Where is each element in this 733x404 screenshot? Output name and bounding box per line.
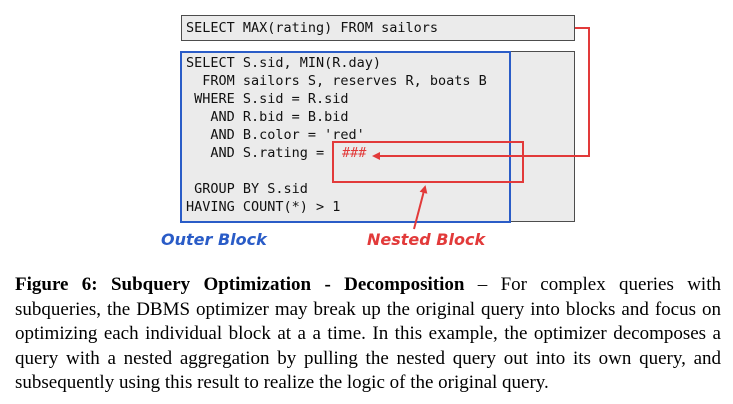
sql-line-and-rating: AND S.rating = (186, 145, 333, 161)
nested-connector-line (372, 27, 590, 160)
sql-line-from: FROM sailors S, reserves R, boats B (186, 73, 487, 89)
nested-block-label: Nested Block (367, 230, 486, 249)
figure-caption: Figure 6: Subquery Optimization - Decomp… (15, 273, 721, 396)
sql-line-and-color: AND B.color = 'red' (186, 127, 365, 143)
nested-placeholder: ### (342, 145, 367, 161)
nested-query-box: SELECT MAX(rating) FROM sailors (181, 15, 575, 41)
block-annotations (180, 27, 590, 230)
nested-label-arrow (413, 185, 428, 230)
sql-line-having: HAVING COUNT(*) > 1 (186, 199, 341, 215)
sql-line-and-bid: AND R.bid = B.bid (186, 109, 349, 125)
nested-query-text: SELECT MAX(rating) FROM sailors (186, 20, 438, 36)
sql-line-select: SELECT S.sid, MIN(R.day) (186, 55, 382, 71)
nested-block-outline (332, 141, 524, 183)
sql-line-where: WHERE S.sid = R.sid (186, 91, 349, 107)
caption-title: Figure 6: Subquery Optimization - Decomp… (15, 274, 465, 295)
sql-line-group-by: GROUP BY S.sid (186, 181, 308, 197)
caption-text: – For complex queries with subqueries, t… (15, 274, 721, 393)
outer-block-outline (180, 51, 511, 223)
outer-block-label: Outer Block (161, 230, 267, 249)
